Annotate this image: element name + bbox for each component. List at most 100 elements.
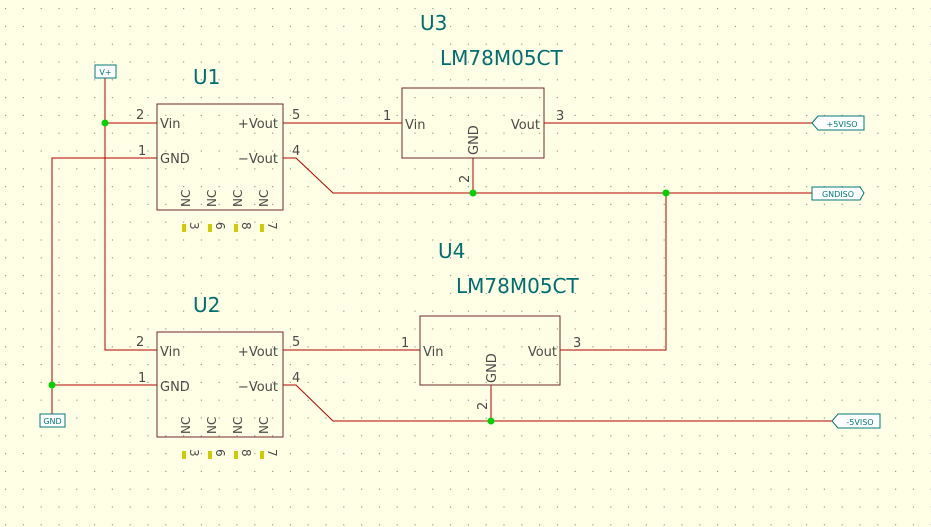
grid-dot bbox=[272, 43, 274, 45]
port-vplus[interactable]: V+ bbox=[94, 64, 117, 79]
port-plus5viso[interactable]: +5VISO bbox=[811, 115, 865, 131]
grid-dot bbox=[272, 364, 274, 366]
grid-dot bbox=[717, 150, 719, 152]
u4-value: LM78M05CT bbox=[456, 274, 580, 298]
grid-dot bbox=[76, 328, 78, 330]
port-gndiso-box[interactable] bbox=[811, 186, 865, 201]
port-gnd[interactable]: GND bbox=[39, 413, 66, 428]
grid-dot bbox=[94, 310, 96, 312]
grid-dot bbox=[200, 61, 202, 63]
port-minus5viso-box[interactable] bbox=[831, 413, 881, 429]
grid-dot bbox=[307, 292, 309, 294]
grid-dot bbox=[770, 453, 772, 455]
grid-dot bbox=[717, 524, 719, 526]
grid-dot bbox=[22, 381, 24, 383]
grid-dot bbox=[717, 61, 719, 63]
u2-body[interactable] bbox=[156, 331, 284, 438]
grid-dot bbox=[450, 275, 452, 277]
grid-dot bbox=[450, 381, 452, 383]
grid-dot bbox=[218, 150, 220, 152]
grid-dot bbox=[628, 97, 630, 99]
grid-dot bbox=[717, 381, 719, 383]
grid-dot bbox=[289, 435, 291, 437]
grid-dot bbox=[752, 25, 754, 27]
grid-dot bbox=[699, 488, 701, 490]
u1-nc-pin-number: 8 bbox=[239, 222, 253, 230]
component-u1[interactable]: U1 2 Vin 1 GND 5 +Vout 4 −Vout NC NC NC … bbox=[136, 65, 300, 232]
grid-dot bbox=[236, 470, 238, 472]
u2-refdes: U2 bbox=[193, 293, 220, 317]
grid-dot bbox=[183, 399, 185, 401]
component-u2[interactable]: U2 2 Vin 1 GND 5 +Vout 4 −Vout NC NC NC … bbox=[136, 293, 300, 459]
grid-dot bbox=[147, 97, 149, 99]
grid-dot bbox=[485, 275, 487, 277]
wire-gnd-to-u1-gnd[interactable] bbox=[51, 157, 157, 414]
grid-dot bbox=[877, 292, 879, 294]
grid-dot bbox=[111, 399, 113, 401]
grid-dot bbox=[770, 150, 772, 152]
port-vplus-box[interactable] bbox=[94, 64, 117, 79]
wire-u2-neg-to-minus5viso[interactable] bbox=[283, 384, 832, 422]
grid-dot bbox=[592, 435, 594, 437]
grid-dot bbox=[912, 506, 914, 508]
grid-dot bbox=[841, 310, 843, 312]
grid-dot bbox=[58, 79, 60, 81]
grid-dot bbox=[699, 186, 701, 188]
u4-body[interactable] bbox=[419, 315, 561, 386]
grid-dot bbox=[111, 150, 113, 152]
grid-dot bbox=[343, 150, 345, 152]
grid-dot bbox=[503, 399, 505, 401]
wire-u1-neg-to-gndiso[interactable] bbox=[283, 157, 812, 194]
grid-dot bbox=[22, 399, 24, 401]
port-plus5viso-box[interactable] bbox=[811, 115, 865, 131]
u2-pin-vout-pos: +Vout bbox=[238, 345, 278, 360]
u3-body[interactable] bbox=[401, 87, 545, 159]
port-gnd-box[interactable] bbox=[39, 413, 66, 428]
grid-dot bbox=[183, 328, 185, 330]
component-u3[interactable]: U3 LM78M05CT 1 Vin 3 Vout GND 2 bbox=[383, 11, 564, 183]
grid-dot bbox=[877, 524, 879, 526]
grid-dot bbox=[307, 346, 309, 348]
grid-dot bbox=[414, 221, 416, 223]
port-gndiso[interactable]: GNDISO bbox=[811, 186, 865, 201]
grid-dot bbox=[361, 328, 363, 330]
grid-dot bbox=[877, 488, 879, 490]
u1-body[interactable] bbox=[156, 103, 284, 211]
grid-dot bbox=[289, 346, 291, 348]
grid-dot bbox=[556, 168, 558, 170]
grid-dot bbox=[770, 346, 772, 348]
grid-dot bbox=[806, 79, 808, 81]
grid-dot bbox=[752, 328, 754, 330]
grid-dot bbox=[592, 364, 594, 366]
grid-dot bbox=[432, 453, 434, 455]
grid-dot bbox=[734, 168, 736, 170]
grid-dots bbox=[5, 8, 931, 526]
grid-dot bbox=[806, 257, 808, 259]
grid-dot bbox=[859, 221, 861, 223]
u2-nc-pin-number: 3 bbox=[187, 449, 201, 457]
grid-dot bbox=[378, 417, 380, 419]
grid-dot bbox=[111, 186, 113, 188]
grid-dot bbox=[432, 132, 434, 134]
wire-vplus-to-u2-vin[interactable] bbox=[104, 77, 157, 351]
grid-dot bbox=[539, 25, 541, 27]
grid-dot bbox=[681, 399, 683, 401]
grid-dot bbox=[895, 381, 897, 383]
component-u4[interactable]: U4 LM78M05CT 1 Vin 3 Vout GND 2 bbox=[401, 239, 581, 410]
port-minus5viso[interactable]: -5VISO bbox=[831, 413, 881, 429]
grid-dot bbox=[272, 239, 274, 241]
grid-dot bbox=[734, 25, 736, 27]
grid-dot bbox=[556, 203, 558, 205]
grid-dot bbox=[147, 470, 149, 472]
grid-dot bbox=[218, 381, 220, 383]
grid-dot bbox=[859, 43, 861, 45]
grid-dot bbox=[788, 310, 790, 312]
grid-dot bbox=[40, 310, 42, 312]
wire-u4-vout-to-gndiso[interactable] bbox=[560, 193, 667, 351]
grid-dot bbox=[432, 292, 434, 294]
grid-dot bbox=[396, 488, 398, 490]
grid-dot bbox=[503, 203, 505, 205]
grid-dot bbox=[289, 203, 291, 205]
grid-dot bbox=[752, 150, 754, 152]
